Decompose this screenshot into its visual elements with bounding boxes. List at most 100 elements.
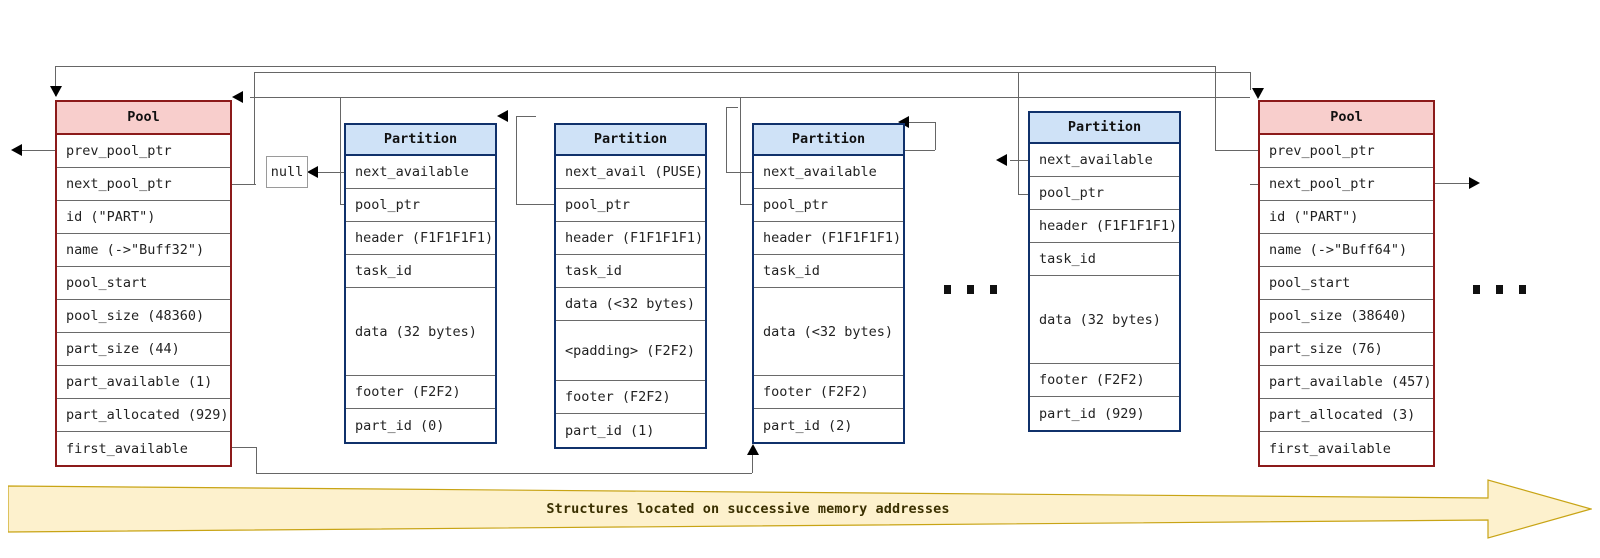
connector-prev-pool-vertical-left — [55, 66, 56, 96]
connector-first-available-rail — [256, 473, 752, 474]
ellipsis-dot — [944, 285, 951, 294]
pool-right-row-part-allocated: part_allocated (3) — [1260, 399, 1433, 432]
connector-p3-poolptr-vertical — [740, 97, 741, 204]
connector-prev-pool-vertical-right — [1215, 66, 1216, 150]
connector-p2-poolptr-stub — [516, 204, 554, 205]
connector-p2-poolptr-top — [516, 116, 536, 117]
connector-into-p3-top-rail — [909, 122, 935, 123]
partition-1-row-pool-ptr: pool_ptr — [556, 189, 705, 222]
pool-left-row-prev-pool-ptr: prev_pool_ptr — [57, 135, 230, 168]
connector-first-available-stub — [232, 447, 256, 448]
partition-box-3: Partition next_available pool_ptr header… — [1028, 111, 1181, 432]
pool-right-title: Pool — [1260, 102, 1433, 135]
partition-1-title: Partition — [556, 125, 705, 156]
connector-p1-poolptr-stub — [340, 204, 346, 205]
pool-box-left: Pool prev_pool_ptr next_pool_ptr id ("PA… — [55, 100, 232, 467]
connector-first-available-up — [752, 455, 753, 473]
pool-right-row-next-pool-ptr: next_pool_ptr — [1260, 168, 1433, 201]
connector-first-available-down — [256, 447, 257, 473]
pool-right-row-pool-size: pool_size (38640) — [1260, 300, 1433, 333]
connector-p4-next-stub — [1010, 160, 1028, 161]
partition-3-row-footer: footer (F2F2) — [1030, 364, 1179, 397]
partition-2-row-pool-ptr: pool_ptr — [754, 189, 903, 222]
pool-left-row-part-allocated: part_allocated (929) — [57, 399, 230, 432]
pool-right-row-part-available: part_available (457) — [1260, 366, 1433, 399]
partition-0-row-pool-ptr: pool_ptr — [346, 189, 495, 222]
partition-3-row-data: data (32 bytes) — [1030, 276, 1179, 364]
connector-right-pool-next-out — [1435, 183, 1469, 184]
partition-2-row-task-id: task_id — [754, 255, 903, 288]
null-box: null — [266, 156, 308, 188]
partition-box-1: Partition next_avail (PUSE) pool_ptr hea… — [554, 123, 707, 449]
pool-box-right: Pool prev_pool_ptr next_pool_ptr id ("PA… — [1258, 100, 1435, 467]
partition-2-row-next-available: next_available — [754, 156, 903, 189]
pool-right-row-id: id ("PART") — [1260, 201, 1433, 234]
partition-3-row-pool-ptr: pool_ptr — [1030, 177, 1179, 210]
partition-box-0: Partition next_available pool_ptr header… — [344, 123, 497, 444]
pool-left-row-name: name (->"Buff32") — [57, 234, 230, 267]
connector-next-pool-down-stub — [1250, 184, 1260, 185]
partition-1-row-next-avail: next_avail (PUSE) — [556, 156, 705, 189]
pool-left-row-pool-start: pool_start — [57, 267, 230, 300]
ellipsis-dot — [1496, 285, 1503, 294]
pool-left-title: Pool — [57, 102, 230, 135]
partition-1-row-header: header (F1F1F1F1) — [556, 222, 705, 255]
connector-next-pool-vertical-left — [254, 72, 255, 184]
connector-pool-link-arrow-rail — [250, 97, 1250, 98]
pool-left-row-part-available: part_available (1) — [57, 366, 230, 399]
connector-p3-next-stub — [726, 172, 752, 173]
connector-left-pool-next-stub — [232, 184, 256, 185]
pool-right-row-name: name (->"Buff64") — [1260, 234, 1433, 267]
partition-0-title: Partition — [346, 125, 495, 156]
memory-address-banner: Structures located on successive memory … — [8, 478, 1592, 540]
connector-prev-pool-stub — [1215, 150, 1260, 151]
partition-box-2: Partition next_available pool_ptr header… — [752, 123, 905, 444]
partition-0-row-task-id: task_id — [346, 255, 495, 288]
pool-left-row-id: id ("PART") — [57, 201, 230, 234]
pool-left-row-first-available: first_available — [66, 440, 188, 457]
connector-left-pool-prev-out — [22, 150, 58, 151]
partition-0-row-footer: footer (F2F2) — [346, 376, 495, 409]
connector-p3-next-top — [726, 107, 738, 108]
ellipsis-right — [1473, 285, 1526, 294]
pool-right-row-first-available: first_available — [1269, 440, 1391, 457]
pool-left-row-next-pool-ptr: next_pool_ptr — [57, 168, 230, 201]
arrow-into-partition3-header — [898, 116, 909, 128]
partition-1-row-padding: <padding> (F2F2) — [556, 321, 705, 381]
arrow-into-partition3-bottom — [747, 444, 759, 455]
arrow-left-pool-prev-out — [11, 144, 22, 156]
partition-1-row-task-id: task_id — [556, 255, 705, 288]
pool-left-row-pool-size: pool_size (48360) — [57, 300, 230, 333]
connector-into-p3-top-vertical — [935, 122, 936, 150]
connector-p2-poolptr-vertical — [516, 116, 517, 204]
partition-2-title: Partition — [754, 125, 903, 156]
pool-right-row-part-size: part_size (76) — [1260, 333, 1433, 366]
partition-0-row-data: data (32 bytes) — [346, 288, 495, 376]
ellipsis-dot — [1473, 285, 1480, 294]
connector-next-pool-vertical-right — [1250, 72, 1251, 90]
partition-2-row-data: data (<32 bytes) — [754, 288, 903, 376]
partition-0-row-part-id: part_id (0) — [355, 417, 445, 434]
connector-p3-next-vertical — [726, 107, 727, 172]
connector-prev-pool-rail — [55, 66, 1215, 67]
connector-p1-poolptr-vertical — [340, 97, 341, 204]
partition-2-row-footer: footer (F2F2) — [754, 376, 903, 409]
partition-2-row-header: header (F1F1F1F1) — [754, 222, 903, 255]
partition-3-title: Partition — [1030, 113, 1179, 144]
partition-2-row-part-id: part_id (2) — [763, 417, 853, 434]
arrow-p4-next-out — [996, 154, 1007, 166]
connector-into-p3-top-stub — [905, 150, 935, 151]
connector-p4-poolptr-stub — [1018, 194, 1028, 195]
partition-0-row-next-available: next_available — [346, 156, 495, 189]
partition-3-row-task-id: task_id — [1030, 243, 1179, 276]
connector-p4-poolptr-vertical — [1018, 72, 1019, 194]
arrow-into-left-pool-topright — [232, 91, 243, 103]
arrow-into-null-box — [307, 166, 318, 178]
ellipsis-middle — [944, 285, 997, 294]
partition-1-row-part-id: part_id (1) — [565, 422, 655, 439]
arrow-into-left-pool-top — [50, 86, 62, 97]
partition-0-row-header: header (F1F1F1F1) — [346, 222, 495, 255]
connector-p1-next-to-null — [318, 172, 344, 173]
connector-p3-poolptr-stub — [740, 204, 752, 205]
